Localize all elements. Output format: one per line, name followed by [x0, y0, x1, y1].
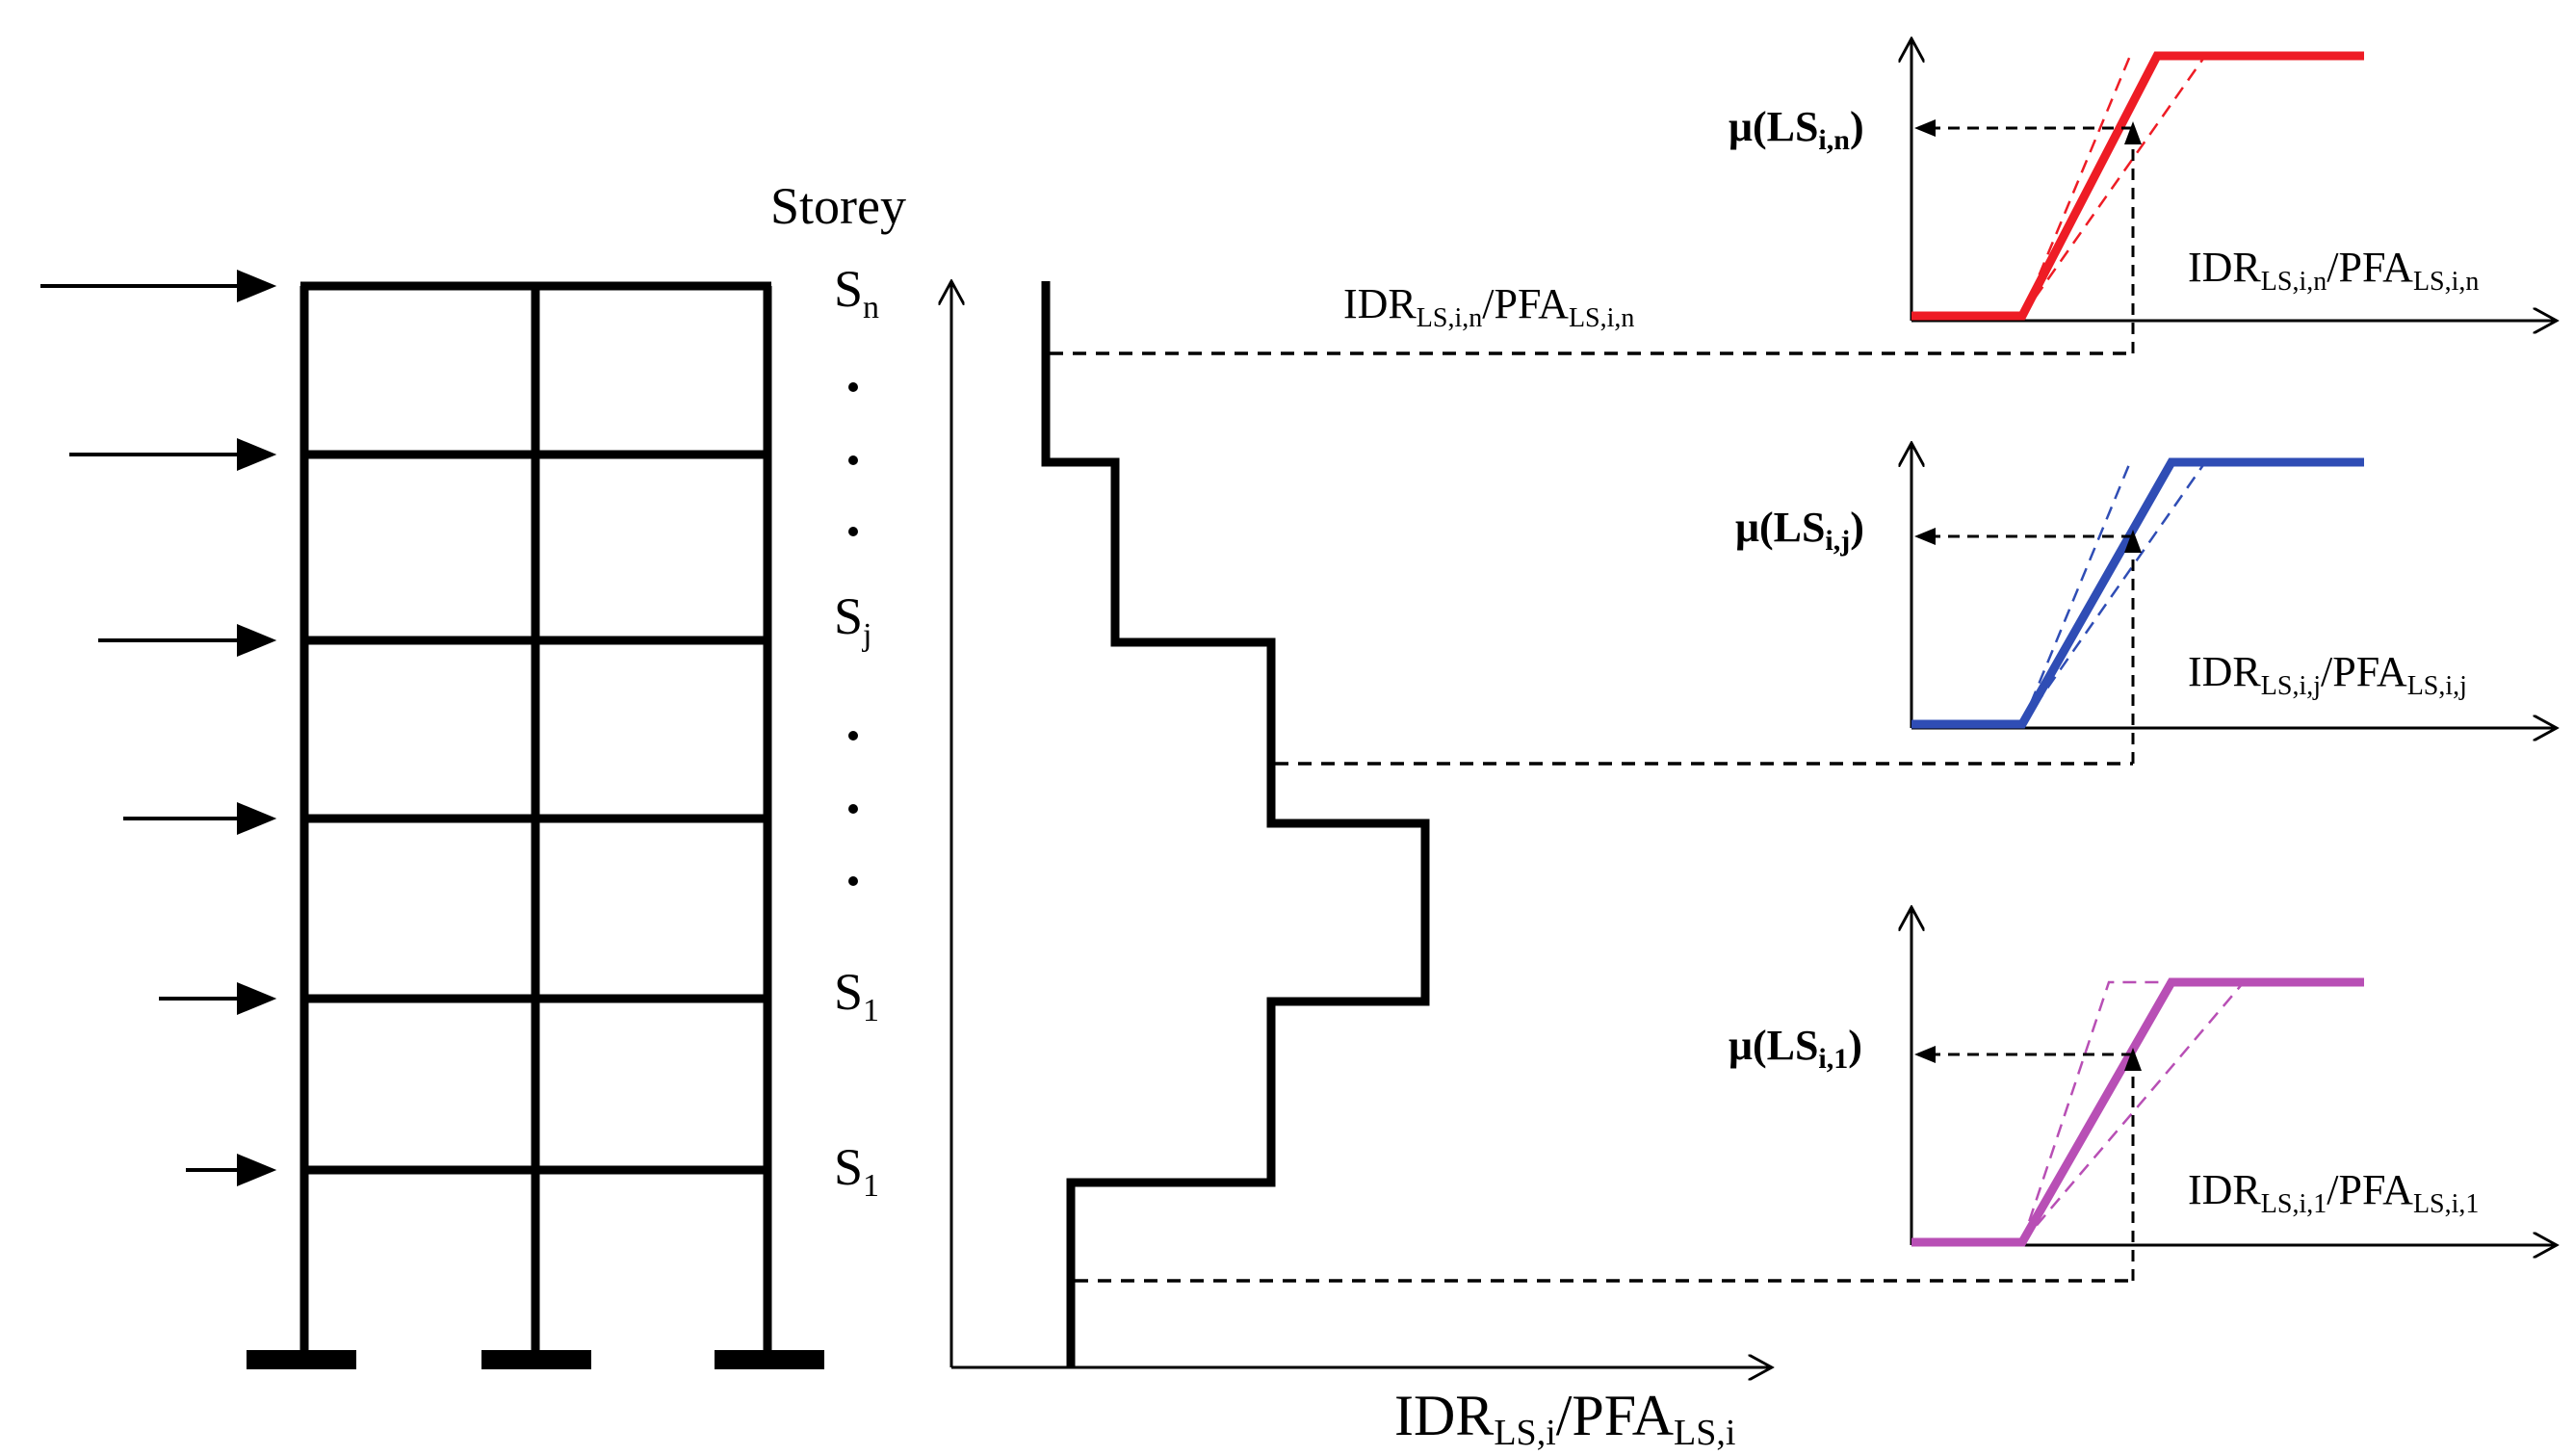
- arrow-head-icon: [237, 270, 277, 302]
- support-base: [481, 1350, 591, 1369]
- ellipsis-dot: [848, 876, 858, 886]
- storey-label-1-lower: S1: [834, 1138, 879, 1204]
- fragility-curve: [1911, 51, 2364, 321]
- projection-lines: [1050, 351, 2133, 1283]
- arrow-head-icon: [2124, 530, 2142, 553]
- demand-profile-line: [1041, 281, 1430, 1367]
- arrow-head-icon: [1914, 1046, 1936, 1063]
- arrow-head-icon: [2124, 121, 2142, 144]
- frame-supports: [247, 1350, 824, 1369]
- storey-label-n: Sn: [834, 260, 879, 325]
- ellipsis-dot: [848, 527, 858, 536]
- fragility-panel-n: μ(LSi,n) IDRLS,i,n/PFALS,i,n: [1729, 39, 2557, 353]
- mu-label-n: μ(LSi,n): [1729, 103, 1864, 156]
- ellipsis-dot: [848, 804, 858, 814]
- panel-x-label-n: IDRLS,i,n/PFALS,i,n: [2188, 244, 2479, 297]
- arrow-head-icon: [2124, 1048, 2142, 1071]
- fragility-panel-1: μ(LSi,1) IDRLS,i,1/PFALS,i,1: [1729, 907, 2557, 1281]
- arrow-head-icon: [237, 1154, 277, 1186]
- arrow-head-icon: [237, 438, 277, 471]
- threshold-label-n: IDRLS,i,n/PFALS,i,n: [1343, 280, 1634, 333]
- storey-labels: Sn Sj S1 S1: [834, 260, 879, 1204]
- arrow-head-icon: [1914, 119, 1936, 137]
- fragility-panel-j: μ(LSi,j) IDRLS,i,j/PFALS,i,j: [1735, 443, 2557, 764]
- demand-profile-axes: [951, 281, 1772, 1367]
- storey-label-j: Sj: [834, 587, 872, 653]
- mu-label-1: μ(LSi,1): [1729, 1022, 1862, 1075]
- arrow-head-icon: [237, 982, 277, 1015]
- building-frame: [299, 281, 772, 1363]
- demand-axis-label: IDRLS,i/PFALS,i: [1394, 1384, 1735, 1453]
- lateral-load-arrows: [40, 270, 277, 1186]
- ellipsis-dot: [848, 455, 858, 465]
- ellipsis-dot: [848, 382, 858, 392]
- panel-x-label-j: IDRLS,i,j/PFALS,i,j: [2188, 648, 2467, 701]
- storey-axis-title: Storey: [770, 177, 906, 235]
- fragility-bound-lower: [2020, 55, 2207, 317]
- support-base: [247, 1350, 356, 1369]
- fragility-bound-lower: [2020, 461, 2207, 725]
- fragility-bounds: [2020, 55, 2207, 317]
- support-base: [715, 1350, 824, 1369]
- panel-x-label-1: IDRLS,i,1/PFALS,i,1: [2188, 1166, 2479, 1219]
- fragility-bound-lower: [2021, 981, 2245, 1243]
- arrow-head-icon: [237, 802, 277, 835]
- fragility-curve: [1911, 457, 2364, 729]
- storey-label-1-upper: S1: [834, 963, 879, 1028]
- ellipsis-dots: [848, 382, 858, 886]
- mu-label-j: μ(LSi,j): [1735, 504, 1864, 557]
- fragility-bound-upper: [2020, 461, 2132, 725]
- fragility-curve: [1911, 977, 2364, 1247]
- arrow-head-icon: [237, 624, 277, 657]
- arrow-head-icon: [1914, 528, 1936, 545]
- ellipsis-dot: [848, 731, 858, 741]
